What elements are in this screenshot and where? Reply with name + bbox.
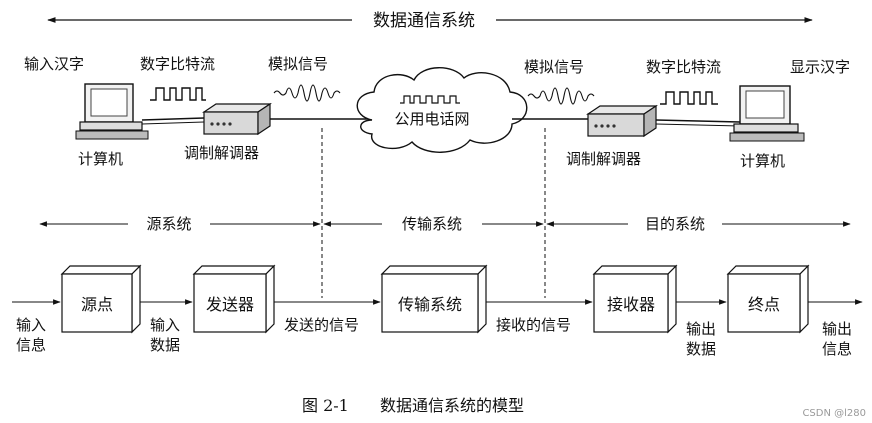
left-modem-label: 调制解调器: [184, 144, 259, 162]
left-computer-icon: [75, 83, 149, 140]
right-computer-label: 计算机: [740, 152, 785, 170]
right-cable: [655, 119, 741, 123]
right-bitstream-icon: [660, 91, 718, 105]
output-info-label-line2: 信息: [822, 340, 852, 358]
left-computer-label: 计算机: [78, 150, 123, 168]
destination-system-span: 目的系统: [546, 215, 851, 233]
source-system-span: 源系统: [39, 215, 321, 233]
receiver-label: 接收器: [607, 295, 655, 314]
block-destination-point: 终点: [726, 264, 810, 334]
right-analog-wave-icon: [527, 87, 595, 105]
left-cable-2: [141, 121, 205, 125]
block-transmission-system: 传输系统: [380, 264, 488, 334]
right-analog-label: 模拟信号: [524, 58, 584, 76]
system-label: 数据通信系统: [373, 11, 475, 31]
right-computer-icon: [729, 85, 805, 142]
figure-title: 数据通信系统的模型: [380, 396, 524, 415]
destination-system-label: 目的系统: [645, 215, 705, 233]
left-analog-label: 模拟信号: [268, 55, 328, 73]
network-label: 公用电话网: [394, 110, 469, 128]
source-system-label: 源系统: [146, 215, 191, 233]
block-source-point: 源点: [60, 264, 142, 334]
transmission-system-block-label: 传输系统: [398, 295, 462, 314]
block-transmitter: 发送器: [192, 264, 276, 334]
destination-point-label: 终点: [748, 295, 780, 314]
input-info-label-line1: 输入: [16, 316, 46, 334]
input-info-label-line2: 信息: [16, 336, 46, 354]
right-modem-label: 调制解调器: [566, 150, 641, 168]
left-analog-wave-icon: [273, 84, 341, 102]
transmitter-label: 发送器: [206, 295, 254, 314]
left-input-label: 输入汉字: [24, 55, 84, 73]
output-data-label-line1: 输出: [686, 320, 716, 338]
left-bitstream-label: 数字比特流: [140, 55, 215, 73]
sent-signal-label: 发送的信号: [284, 316, 359, 334]
transmission-system-label: 传输系统: [402, 215, 462, 233]
right-cable-2: [655, 123, 741, 127]
block-receiver: 接收器: [592, 264, 678, 334]
right-bitstream-label: 数字比特流: [646, 58, 721, 76]
input-data-label-line1: 输入: [150, 316, 180, 334]
output-data-label-line2: 数据: [686, 340, 716, 358]
transmission-system-span: 传输系统: [323, 215, 544, 233]
watermark: CSDN @l280: [802, 408, 866, 419]
right-display-label: 显示汉字: [790, 58, 850, 76]
source-point-label: 源点: [81, 295, 113, 314]
top-system-span: 数据通信系统: [47, 11, 813, 31]
input-data-label-line2: 数据: [150, 336, 180, 354]
right-modem-icon: [586, 104, 658, 138]
left-bitstream-icon: [150, 87, 206, 101]
figure-number: 图 2-1: [302, 396, 349, 415]
public-telephone-network-cloud: [356, 67, 528, 153]
received-signal-label: 接收的信号: [496, 316, 571, 334]
left-modem-icon: [202, 102, 272, 136]
left-cable: [141, 117, 205, 121]
output-info-label-line1: 输出: [822, 320, 852, 338]
